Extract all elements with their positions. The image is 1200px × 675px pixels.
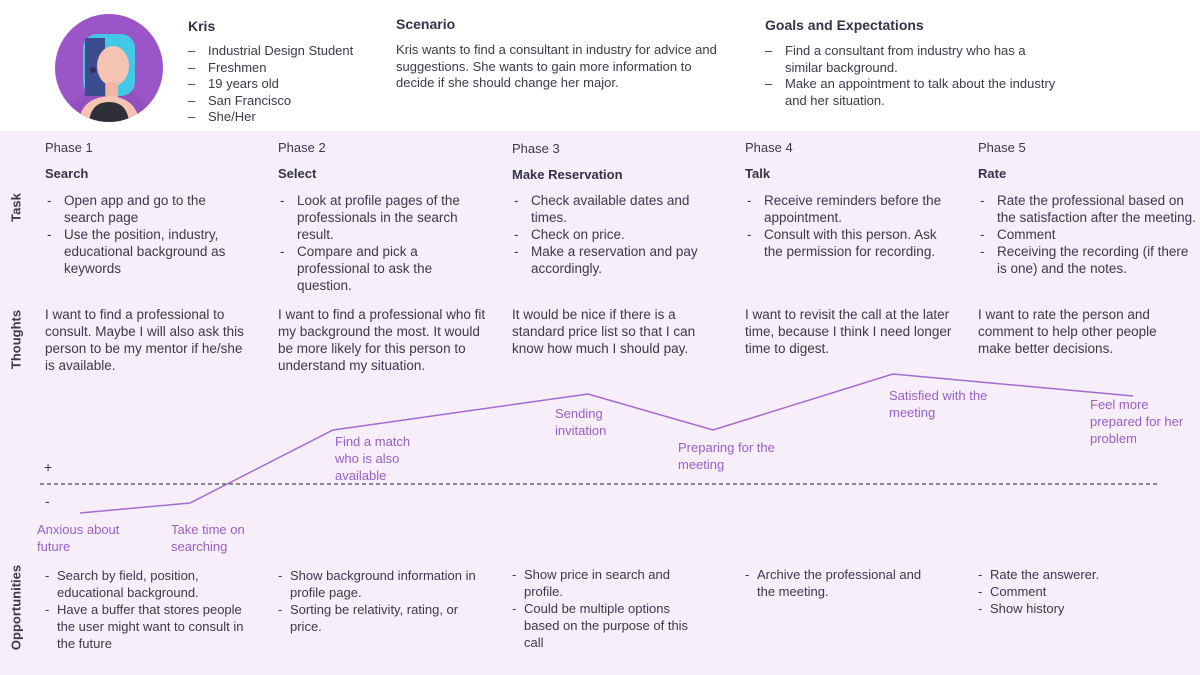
persona-detail: San Francisco — [188, 93, 378, 110]
thought-text: I want to revisit the call at the later … — [745, 307, 952, 356]
opportunity-item: Sorting be relativity, rating, or price. — [278, 601, 483, 635]
emotion-label: Take time on searching — [171, 522, 245, 554]
persona-detail: She/Her — [188, 109, 378, 126]
persona-details: Industrial Design Student Freshmen 19 ye… — [188, 43, 378, 126]
task-list: Rate the professional based on the satis… — [978, 192, 1196, 277]
goals-list: Find a consultant from industry who has … — [765, 43, 1065, 109]
thought-text: It would be nice if there is a standard … — [512, 307, 696, 356]
persona-detail: Industrial Design Student — [188, 43, 378, 60]
thought-text: I want to find a professional to consult… — [45, 307, 244, 373]
opportunity-list: Show price in search and profile. Could … — [512, 566, 692, 651]
opportunity-item: Show history — [978, 600, 1178, 617]
task-item: Compare and pick a professional to ask t… — [278, 243, 483, 294]
person-icon — [55, 34, 163, 122]
stage-title: Rate — [978, 166, 1007, 181]
phase-label: Phase 2 — [278, 140, 326, 155]
task-item: Rate the professional based on the satis… — [978, 192, 1196, 226]
task-item: Use the position, industry, educational … — [45, 226, 250, 277]
stage-title: Select — [278, 166, 317, 181]
opportunity-item: Could be multiple options based on the p… — [512, 600, 692, 651]
emotion-label: Preparing for the meeting — [678, 440, 775, 472]
emotion-line — [79, 373, 1134, 514]
opportunity-list: Show background information in profile p… — [278, 567, 483, 635]
opportunity-list: Search by field, position, educational b… — [45, 567, 255, 652]
goals-title: Goals and Expectations — [765, 17, 924, 33]
task-item: Look at profile pages of the professiona… — [278, 192, 483, 243]
phase-label: Phase 4 — [745, 140, 793, 155]
task-item: Receive reminders before the appointment… — [745, 192, 955, 226]
thought-text: I want to find a professional who fit my… — [278, 307, 486, 373]
scenario-text: Kris wants to find a consultant in indus… — [396, 42, 717, 90]
opportunity-item: Have a buffer that stores people the use… — [45, 601, 255, 652]
task-item: Consult with this person. Ask the permis… — [745, 226, 955, 260]
opportunity-item: Rate the answerer. — [978, 566, 1178, 583]
goal-item: Make an appointment to talk about the in… — [765, 76, 1065, 109]
emotion-label: Satisfied with the meeting — [889, 388, 988, 420]
positive-sign: + — [44, 459, 53, 475]
stage-title: Talk — [745, 166, 771, 181]
task-item: Check available dates and times. — [512, 192, 717, 226]
emotion-label: Find a match who is also available — [335, 434, 411, 483]
phase-label: Phase 1 — [45, 140, 93, 155]
task-list: Receive reminders before the appointment… — [745, 192, 955, 260]
phase-label: Phase 5 — [978, 140, 1026, 155]
emotion-label: Sending invitation — [555, 406, 607, 438]
goal-item: Find a consultant from industry who has … — [765, 43, 1065, 76]
emotion-label: Feel more prepared for her problem — [1090, 397, 1184, 446]
persona-avatar — [55, 14, 163, 122]
task-item: Make a reservation and pay accordingly. — [512, 243, 717, 277]
emotion-label: Anxious about future — [37, 522, 120, 554]
opportunity-item: Comment — [978, 583, 1178, 600]
persona-detail: 19 years old — [188, 76, 378, 93]
task-item: Comment — [978, 226, 1196, 243]
stage-title: Make Reservation — [512, 167, 623, 182]
opportunity-item: Archive the professional and the meeting… — [745, 566, 940, 600]
task-item: Open app and go to the search page — [45, 192, 250, 226]
task-list: Open app and go to the search page Use t… — [45, 192, 250, 277]
task-item: Check on price. — [512, 226, 717, 243]
opportunity-item: Show background information in profile p… — [278, 567, 483, 601]
opportunity-list: Rate the answerer. Comment Show history — [978, 566, 1178, 617]
persona-name: Kris — [188, 18, 216, 34]
opportunity-item: Show price in search and profile. — [512, 566, 692, 600]
stage-title: Search — [45, 166, 89, 181]
persona-detail: Freshmen — [188, 60, 378, 77]
negative-sign: - — [45, 493, 50, 509]
scenario-title: Scenario — [396, 16, 456, 32]
opportunity-item: Search by field, position, educational b… — [45, 567, 255, 601]
task-list: Look at profile pages of the professiona… — [278, 192, 483, 294]
phase-label: Phase 3 — [512, 141, 560, 156]
task-item: Receiving the recording (if there is one… — [978, 243, 1196, 277]
thought-text: I want to rate the person and comment to… — [978, 307, 1157, 356]
opportunity-list: Archive the professional and the meeting… — [745, 566, 940, 600]
task-list: Check available dates and times. Check o… — [512, 192, 717, 277]
